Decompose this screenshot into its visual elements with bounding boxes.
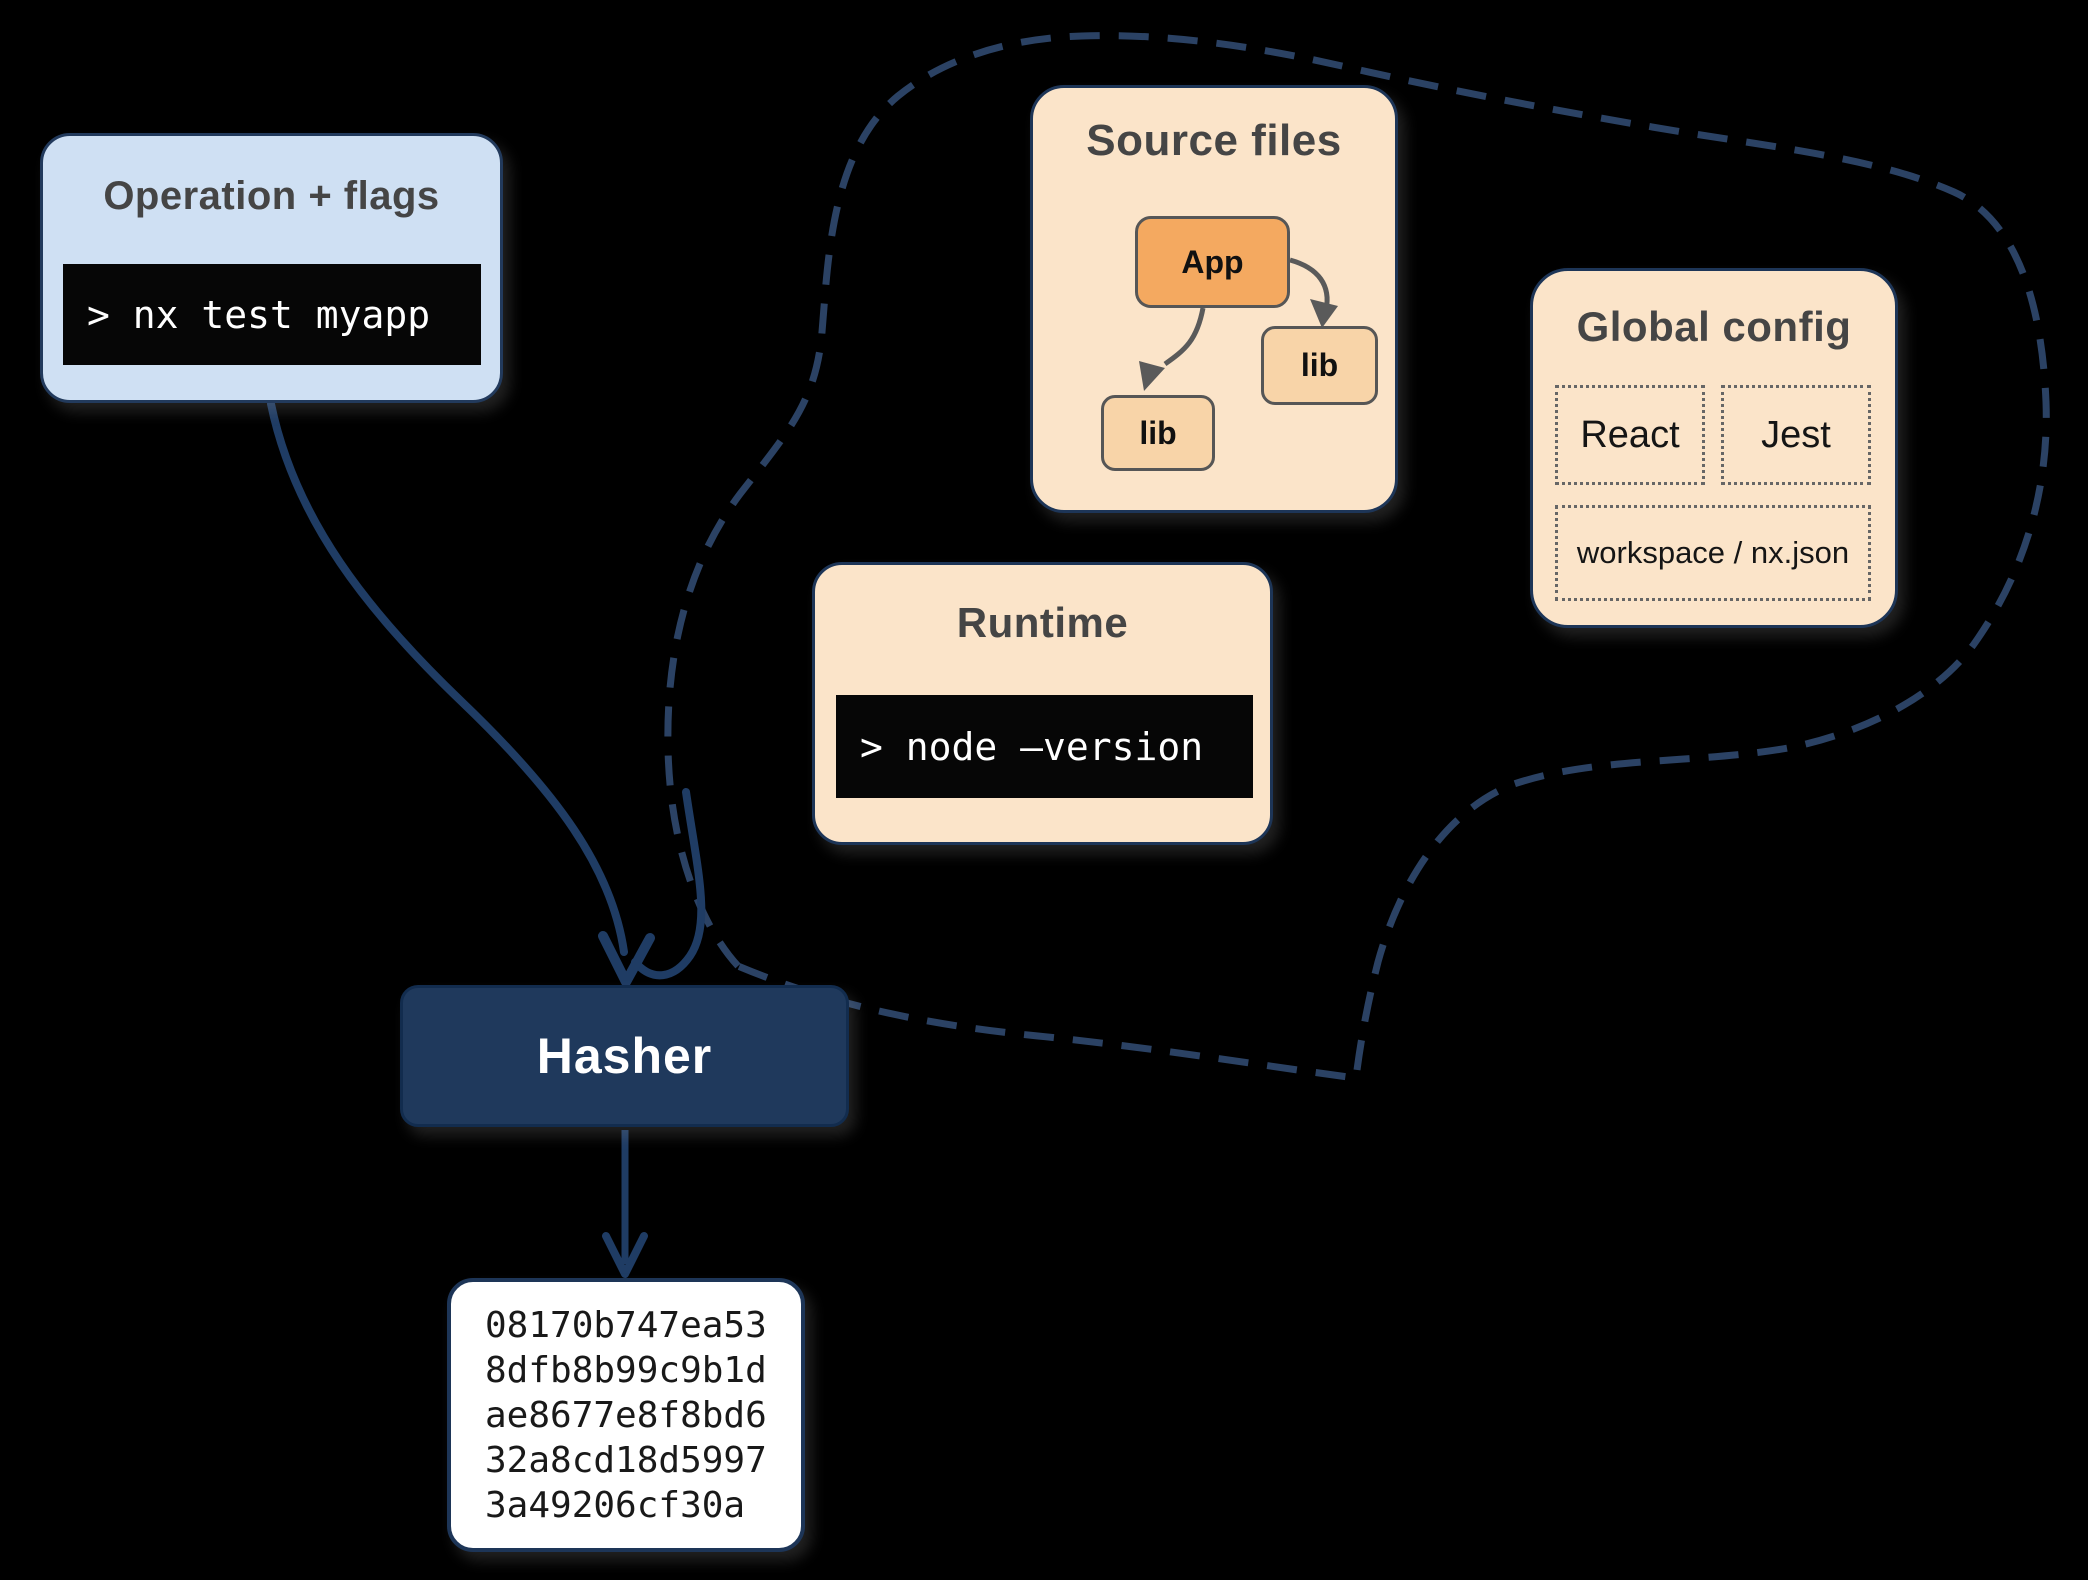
source-files-graph-svg <box>1139 257 1338 391</box>
runtime-command-text: > node –version <box>860 724 1204 769</box>
workspace-config-label: workspace / nx.json <box>1576 535 1850 570</box>
operation-flags-title: Operation + flags <box>103 174 440 218</box>
hash-output-box: 08170b747ea53 8dfb8b99c9b1d ae8677e8f8bd… <box>447 1278 805 1552</box>
app-to-lib-left-arrowhead <box>1139 361 1165 391</box>
hasher-title: Hasher <box>536 1028 713 1084</box>
lib-node-right: lib <box>1261 326 1378 405</box>
hash-line: ae8677e8f8bd6 <box>485 1394 767 1436</box>
hash-line: 08170b747ea53 <box>485 1304 767 1346</box>
operation-terminal: > nx test myapp <box>63 264 481 365</box>
jest-config-chip: Jest <box>1721 385 1871 485</box>
react-config-label: React <box>1580 413 1680 456</box>
cloud-outline-dashed <box>664 32 2050 1082</box>
operation-flags-box: Operation + flags > nx test myapp <box>40 133 503 403</box>
runtime-title: Runtime <box>956 599 1129 646</box>
lib-node-left: lib <box>1101 395 1215 471</box>
operation-command-text: > nx test myapp <box>87 292 431 337</box>
global-config-box: Global config React Jest workspace / nx.… <box>1530 268 1898 628</box>
app-to-lib-right-arrowhead <box>1310 299 1338 328</box>
source-files-box: Source files App lib lib <box>1030 85 1398 513</box>
source-files-title: Source files <box>1086 116 1342 165</box>
hasher-box: Hasher <box>400 985 849 1127</box>
lib-node-left-label: lib <box>1139 414 1177 451</box>
global-config-title: Global config <box>1576 303 1852 350</box>
lib-node-right-label: lib <box>1300 347 1339 383</box>
jest-config-label: Jest <box>1761 413 1831 456</box>
hasher-to-hash-arrowhead <box>602 1232 648 1278</box>
app-to-lib-left-arrow <box>1163 307 1206 367</box>
hash-line: 8dfb8b99c9b1d <box>485 1349 767 1391</box>
hash-line: 32a8cd18d5997 <box>485 1439 767 1481</box>
app-node-label: App <box>1181 243 1244 280</box>
runtime-box: Runtime > node –version <box>812 562 1273 845</box>
react-config-chip: React <box>1555 385 1705 485</box>
hasher-input-arrowhead <box>598 931 655 987</box>
app-node: App <box>1135 216 1290 308</box>
hash-line: 3a49206cf30a <box>485 1484 746 1526</box>
workspace-config-chip: workspace / nx.json <box>1555 505 1871 601</box>
operation-to-hasher-curve <box>267 400 628 956</box>
cloud-to-hasher-curve <box>631 788 706 980</box>
runtime-terminal: > node –version <box>836 695 1253 798</box>
